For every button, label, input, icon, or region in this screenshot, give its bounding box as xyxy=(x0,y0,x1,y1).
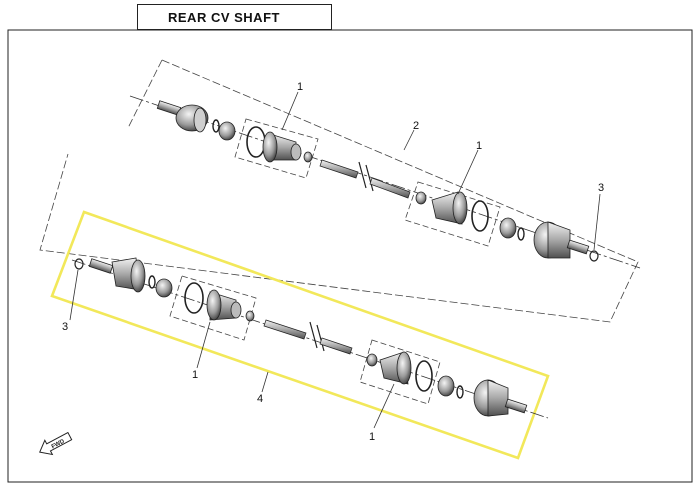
upper-nut-b xyxy=(499,217,517,239)
upper-left-boot xyxy=(246,126,302,163)
lower-circlip xyxy=(74,258,84,270)
upper-shaft-break xyxy=(358,161,374,192)
lower-clamp-a xyxy=(245,310,255,322)
assembly-2-outline-edge xyxy=(127,59,163,129)
outer-frame xyxy=(7,29,693,483)
page-title: REAR CV SHAFT xyxy=(168,10,280,25)
lower-nut-b xyxy=(437,375,455,397)
kit-box-upper-left xyxy=(234,118,319,179)
assembly-2-outline xyxy=(39,59,639,323)
kit-box-lower-right xyxy=(359,339,441,405)
callout-3-right: 3 xyxy=(598,182,604,194)
callout-1-top-left: 1 xyxy=(297,81,303,93)
upper-retainer-ring-b xyxy=(517,227,525,241)
lower-nut-a xyxy=(155,278,173,298)
kit-box-upper-right xyxy=(404,181,501,247)
lower-retainer-ring-a xyxy=(148,275,156,289)
lower-left-boot xyxy=(184,282,242,321)
leader-lines xyxy=(69,91,601,429)
lower-shaft-bar xyxy=(263,319,353,355)
lower-right-boot xyxy=(366,351,433,392)
title-box: REAR CV SHAFT xyxy=(137,4,332,30)
callout-1-bottom-left: 1 xyxy=(192,369,198,381)
lower-axis-line xyxy=(71,259,549,419)
callout-2: 2 xyxy=(413,120,419,132)
assembly-4-highlight-box xyxy=(50,210,550,460)
callout-1-bottom-right: 1 xyxy=(369,431,375,443)
fwd-arrow-icon: FWD xyxy=(39,431,73,456)
upper-circlip xyxy=(589,250,599,262)
lower-shaft-break xyxy=(309,321,325,352)
upper-inner-joint xyxy=(533,221,590,259)
lower-inner-joint xyxy=(473,379,528,417)
upper-outer-joint xyxy=(156,100,209,133)
callout-3-left: 3 xyxy=(62,321,68,333)
upper-clamp-a xyxy=(303,151,313,163)
upper-shaft-bar xyxy=(319,159,411,199)
upper-right-boot xyxy=(415,191,489,232)
upper-retainer-ring-a xyxy=(212,119,220,133)
upper-nut-a xyxy=(218,121,236,141)
callout-4: 4 xyxy=(257,393,263,405)
kit-box-lower-left xyxy=(169,275,257,341)
callout-1-top-right: 1 xyxy=(476,140,482,152)
lower-outer-joint xyxy=(88,257,146,293)
lower-retainer-ring-b xyxy=(456,385,464,399)
